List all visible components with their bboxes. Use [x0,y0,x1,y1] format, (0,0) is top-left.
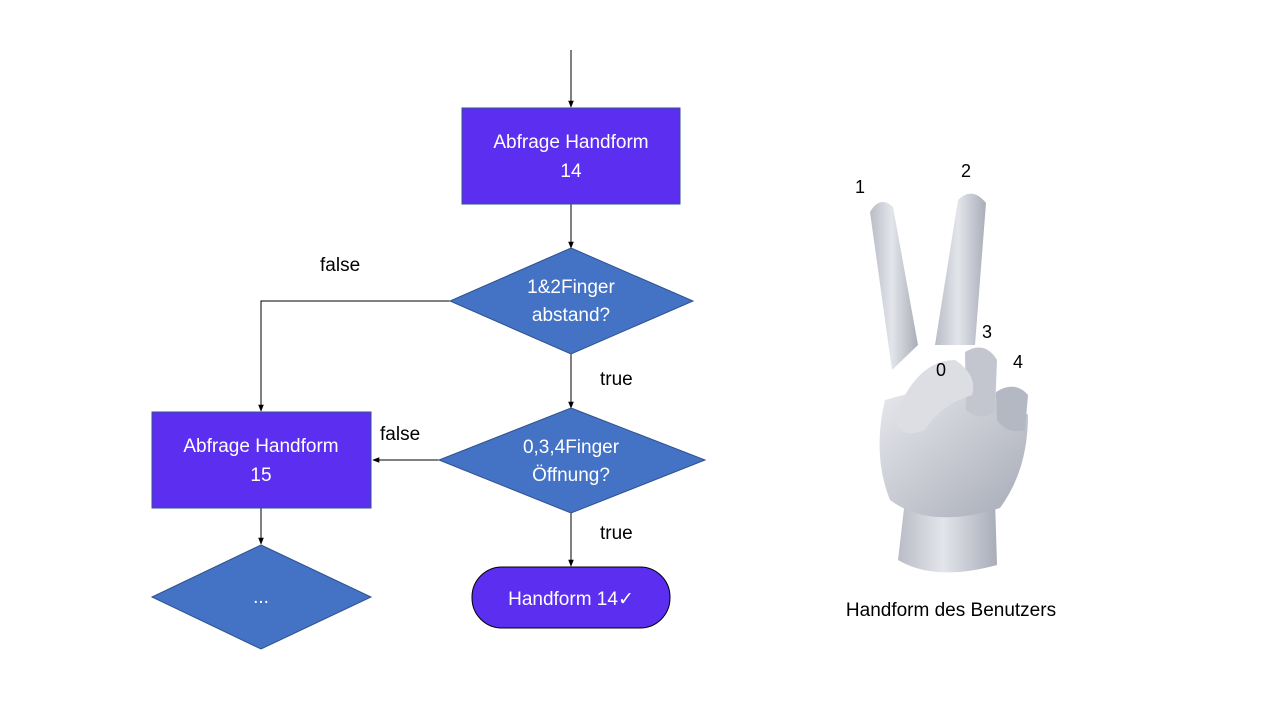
terminal-label: Handform 14✓ [508,589,634,610]
edge-label-distance-false: false [320,255,360,276]
process-label-line1: Abfrage Handform [493,132,648,153]
hand-wrist [898,500,997,573]
decision-label-line1: 0,3,4Finger [523,437,620,458]
finger-label-0: 0 [936,360,946,380]
process-label-line2: 14 [560,161,582,182]
hand-illustration: 1 2 3 4 0 [855,161,1028,573]
decision-diamond [437,407,707,514]
decision-diamond [448,247,695,355]
decision-continuation: ... [150,544,373,650]
decision-label-line1: 1&2Finger [527,277,615,298]
process-box [151,411,372,509]
hand-finger-ring [965,347,997,417]
process-query-handform-14: Abfrage Handform 14 [461,107,681,205]
decision-finger-opening: 0,3,4Finger Öffnung? [437,407,707,514]
process-box [461,107,681,205]
process-label-line2: 15 [250,465,271,486]
terminal-result-handform-14: Handform 14✓ [471,566,671,629]
hand-finger-middle [935,193,986,345]
decision-label: ... [253,587,269,608]
process-query-handform-15: Abfrage Handform 15 [151,411,372,509]
finger-label-4: 4 [1013,352,1023,372]
decision-label-line2: Öffnung? [532,465,610,486]
decision-diamond [150,544,373,650]
edge-label-opening-false: false [380,424,420,445]
process-label-line1: Abfrage Handform [183,436,338,457]
arrow-distance-false [258,300,450,412]
hand-thumb [895,360,974,434]
connectors [258,50,574,567]
hand-finger-pinky [996,386,1028,432]
edge-label-distance-true: true [600,369,633,390]
decision-label-line2: abstand? [532,305,610,326]
finger-label-2: 2 [961,161,971,181]
finger-label-3: 3 [982,322,992,342]
edge-label-opening-true: true [600,523,633,544]
decision-finger-distance: 1&2Finger abstand? [448,247,695,355]
hand-caption: Handform des Benutzers [846,600,1056,621]
finger-label-1: 1 [855,177,865,197]
terminal-pill [471,566,671,629]
hand-finger-index [870,202,918,370]
